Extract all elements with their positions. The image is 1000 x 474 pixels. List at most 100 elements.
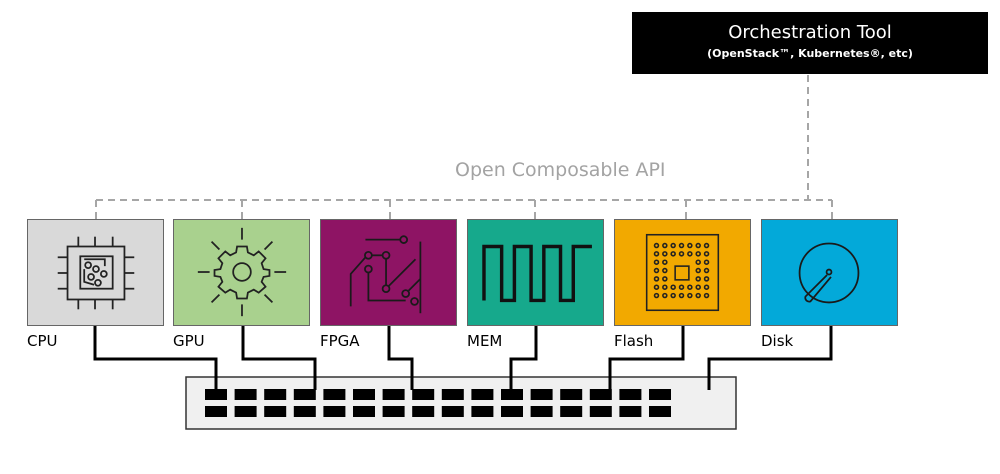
flash-cell-dot: [653, 242, 660, 249]
switch-port: [649, 389, 671, 400]
switch-port: [205, 406, 227, 417]
switch-port: [649, 406, 671, 417]
switch-port: [619, 389, 642, 400]
resource-tile-gpu: [173, 219, 310, 326]
flash-cell-dot: [678, 292, 685, 299]
flash-cell-dot: [653, 284, 660, 290]
flash-cell-dot: [695, 284, 701, 290]
flash-cell-dot: [695, 276, 701, 282]
switch-port: [323, 406, 346, 417]
flash-cell-dot: [670, 242, 676, 249]
flash-chip-icon: [645, 233, 720, 312]
flash-cell-dot: [703, 292, 710, 299]
flash-cell-dot: [662, 259, 668, 265]
cpu-chip-icon: [57, 236, 135, 310]
flash-cell-dot: [678, 251, 685, 257]
orchestration-subtitle: (OpenStack™, Kubernetes®, etc): [707, 47, 913, 60]
flash-cell-dot: [703, 276, 710, 282]
switch-port: [589, 406, 612, 417]
switch-port: [619, 406, 642, 417]
fabric-switch: [185, 376, 737, 430]
switch-port: [293, 389, 316, 400]
flash-cell-dot: [678, 284, 685, 290]
flash-cell-dot: [687, 242, 693, 249]
flash-cell-dot: [670, 251, 676, 257]
flash-cell-dot: [662, 284, 668, 290]
flash-cell-dot: [653, 259, 660, 265]
switch-port: [441, 389, 464, 400]
wire-disk: [707, 326, 833, 390]
resource-label-cpu: CPU: [27, 332, 58, 350]
gear-glow-icon: [197, 227, 287, 317]
flash-cell-dot: [703, 259, 710, 265]
switch-port: [264, 389, 287, 400]
switch-port: [382, 406, 405, 417]
flash-cell-dot: [653, 251, 660, 257]
flash-cell-dot: [653, 292, 660, 299]
resource-label-mem: MEM: [467, 332, 503, 350]
flash-cell-dot: [703, 242, 710, 249]
resource-tile-fpga: [320, 219, 457, 326]
flash-cell-dot: [687, 251, 693, 257]
switch-ports: [205, 389, 671, 417]
orchestration-title: Orchestration Tool: [728, 22, 892, 43]
switch-port: [323, 389, 346, 400]
flash-cell-dot: [662, 242, 668, 249]
switch-port: [382, 389, 405, 400]
switch-port: [293, 406, 316, 417]
wire-fpga: [387, 326, 414, 390]
circuit-trace-icon: [349, 235, 422, 314]
wire-cpu: [93, 326, 218, 390]
hard-disk-icon: [798, 242, 860, 304]
api-bus: [95, 75, 833, 219]
api-label: Open Composable API: [455, 159, 666, 181]
switch-port: [353, 406, 375, 417]
resource-tile-mem: [467, 219, 604, 326]
wire-mem: [509, 326, 538, 390]
flash-cell-dot: [678, 242, 685, 249]
switch-port: [560, 389, 583, 400]
switch-port: [471, 406, 494, 417]
fabric-wires: [93, 326, 833, 390]
resource-label-gpu: GPU: [173, 332, 205, 350]
switch-port: [353, 389, 375, 400]
flash-cell-dot: [687, 284, 693, 290]
resource-label-disk: Disk: [761, 332, 794, 350]
switch-port: [530, 389, 553, 400]
flash-cell-dot: [662, 251, 668, 257]
resource-tile-disk: [761, 219, 898, 326]
flash-cell-dot: [695, 242, 701, 249]
wire-flash: [608, 326, 685, 390]
flash-cell-dot: [653, 276, 660, 282]
switch-port: [530, 406, 553, 417]
flash-cell-dot: [662, 267, 668, 274]
switch-port: [412, 389, 435, 400]
orchestration-tool-box: Orchestration Tool (OpenStack™, Kubernet…: [632, 12, 988, 74]
switch-port: [412, 406, 435, 417]
resource-label-fpga: FPGA: [320, 332, 360, 350]
flash-cell-dot: [687, 292, 693, 299]
flash-cell-dot: [695, 267, 701, 274]
switch-port: [205, 389, 227, 400]
resource-tile-flash: [614, 219, 751, 326]
flash-cell-dot: [670, 292, 676, 299]
flash-cell-dot: [670, 284, 676, 290]
flash-cell-dot: [662, 292, 668, 299]
switch-port: [234, 389, 257, 400]
switch-port: [471, 389, 494, 400]
flash-cell-dot: [695, 292, 701, 299]
square-wave-icon: [482, 244, 592, 303]
switch-port: [501, 406, 523, 417]
switch-port: [501, 389, 523, 400]
switch-port: [589, 389, 612, 400]
resource-tile-cpu: [27, 219, 164, 326]
flash-cell-dot: [653, 267, 660, 274]
switch-port: [234, 406, 257, 417]
flash-cell-dot: [662, 276, 668, 282]
wire-gpu: [241, 326, 317, 390]
resource-label-flash: Flash: [614, 332, 654, 350]
switch-port: [264, 406, 287, 417]
flash-cell-dot: [695, 259, 701, 265]
